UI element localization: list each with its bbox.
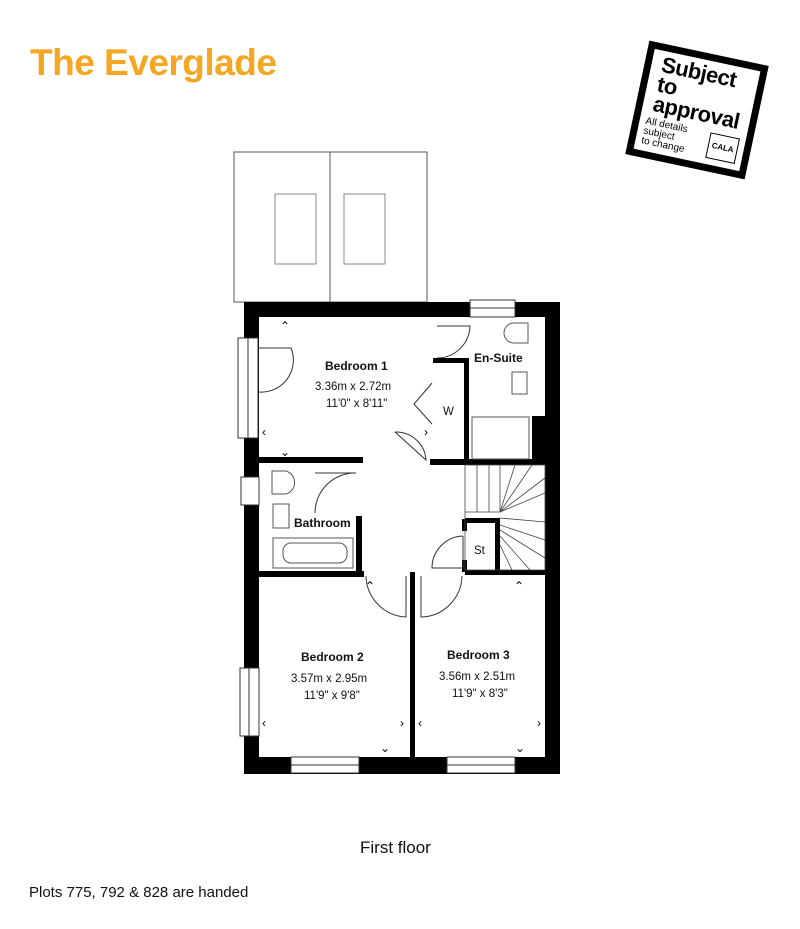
- svg-text:⌄: ⌄: [380, 741, 390, 755]
- svg-text:›: ›: [537, 716, 541, 730]
- bedroom1-metric: 3.36m x 2.72m: [315, 381, 391, 393]
- fixtures: [271, 322, 530, 569]
- svg-text:›: ›: [424, 425, 428, 439]
- handed-plots-note: Plots 775, 792 & 828 are handed: [29, 884, 249, 901]
- development-title: The Everglade: [30, 42, 277, 83]
- staircase: [464, 464, 546, 571]
- bedroom3-name: Bedroom 3: [447, 648, 510, 662]
- doors: [258, 325, 471, 618]
- svg-text:⌄: ⌄: [280, 445, 290, 459]
- svg-text:‹: ‹: [262, 716, 266, 730]
- bedroom2-imperial: 11'9" x 9'8": [304, 690, 360, 702]
- bedroom1-imperial: 11'0" x 8'11": [326, 398, 387, 410]
- bedroom2-metric: 3.57m x 2.95m: [291, 673, 367, 685]
- roof-projection: [233, 151, 428, 303]
- svg-text:‹: ‹: [262, 425, 266, 439]
- svg-text:⌄: ⌄: [515, 741, 525, 755]
- wardrobe-name: W: [443, 406, 454, 418]
- bedroom1-name: Bedroom 1: [325, 359, 388, 373]
- bathroom-name: Bathroom: [294, 516, 351, 530]
- store-name: St: [474, 545, 486, 557]
- bedroom3-metric: 3.56m x 2.51m: [439, 671, 515, 683]
- windows: [237, 299, 516, 774]
- ensuite-name: En-Suite: [474, 351, 523, 365]
- svg-text:⌃: ⌃: [365, 579, 375, 593]
- svg-text:⌃: ⌃: [514, 579, 524, 593]
- dimension-arrows: ⌃ ⌄ ‹ › ⌃ ⌃ ‹ › ‹ › ⌄ ⌄: [262, 319, 541, 755]
- svg-text:›: ›: [400, 716, 404, 730]
- bedroom3-imperial: 11'9" x 8'3": [452, 688, 508, 700]
- bedroom2-name: Bedroom 2: [301, 650, 364, 664]
- internal-walls: [259, 358, 545, 758]
- floor-label: First floor: [360, 838, 431, 857]
- svg-text:⌃: ⌃: [280, 319, 290, 333]
- svg-text:‹: ‹: [418, 716, 422, 730]
